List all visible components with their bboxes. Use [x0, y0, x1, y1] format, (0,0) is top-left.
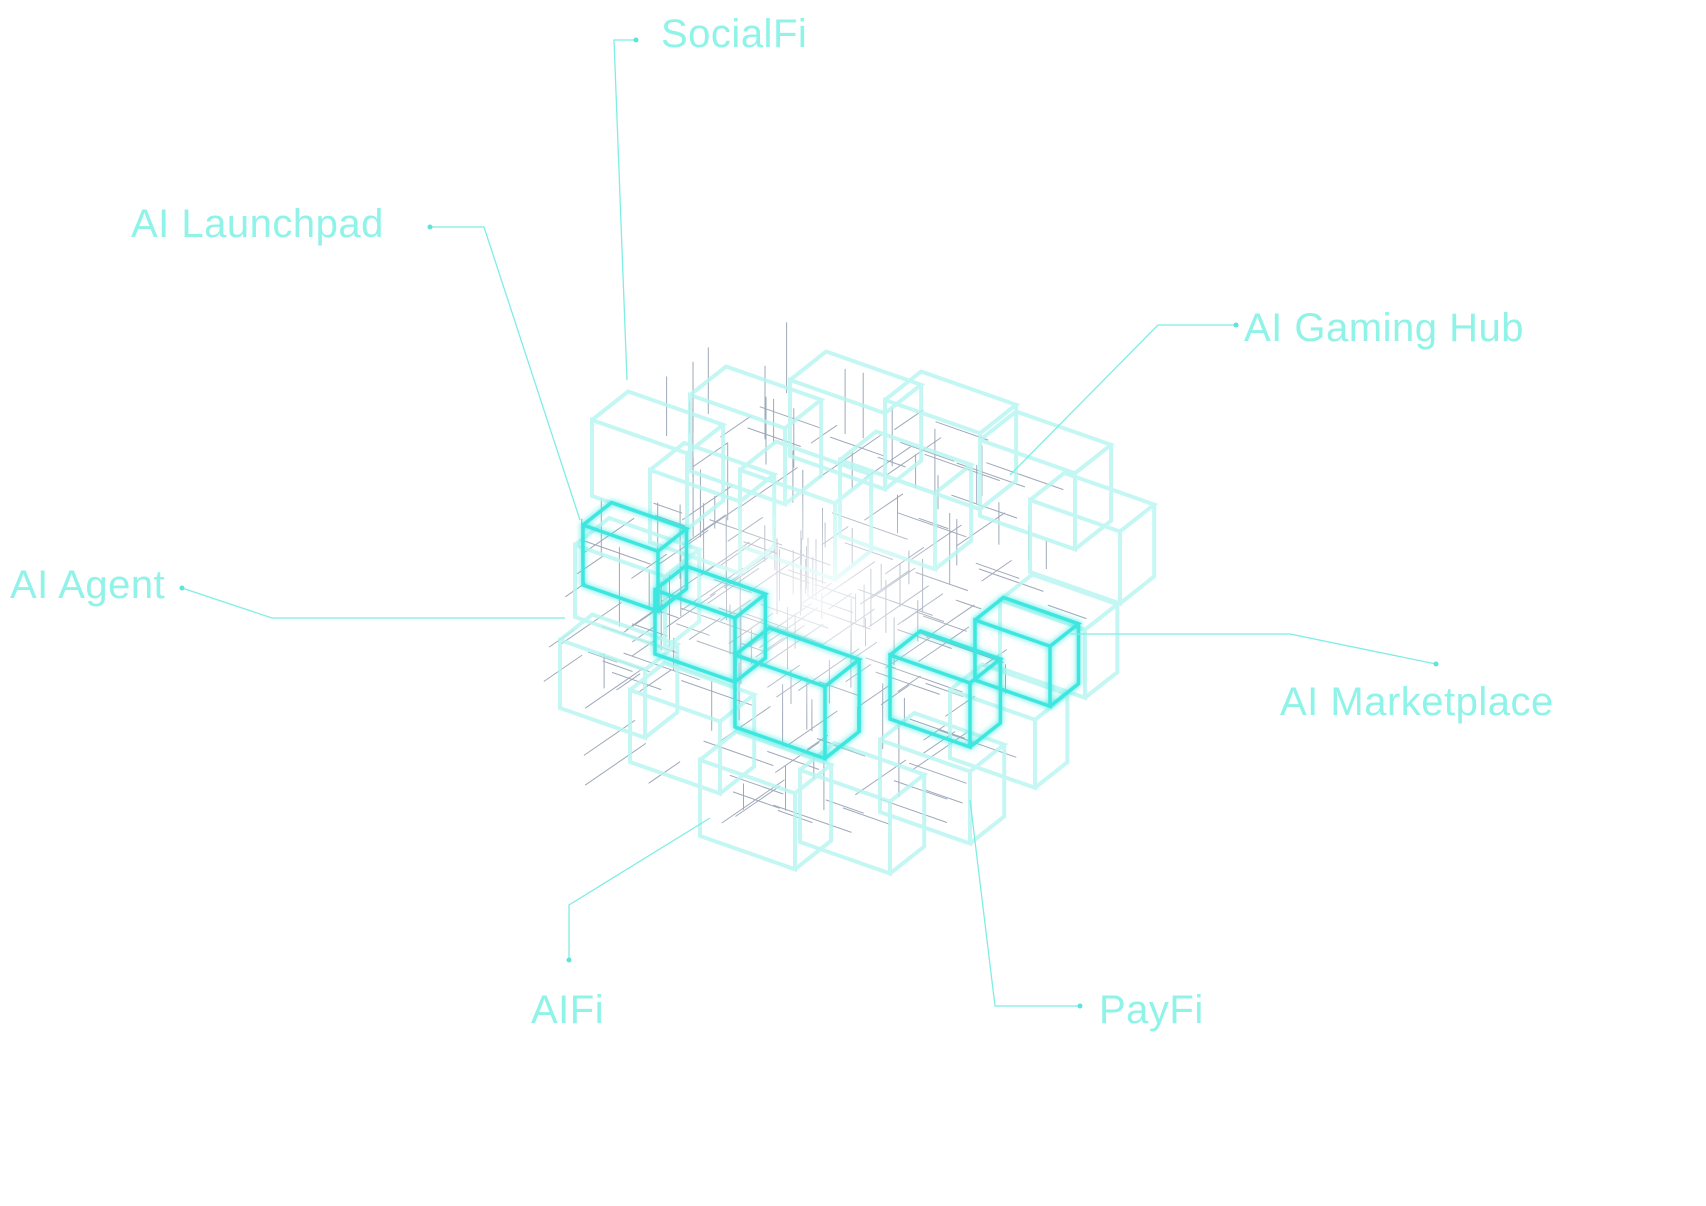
label-socialfi: SocialFi	[661, 12, 808, 56]
wire-segment	[602, 660, 633, 672]
label-payfi: PayFi	[1099, 988, 1204, 1032]
dot-ai-marketplace	[1433, 661, 1439, 667]
wire-segment	[543, 654, 583, 682]
wire-segment	[978, 568, 1044, 592]
wire-segment	[893, 780, 948, 800]
wire-segment	[703, 740, 774, 767]
highlighted-cube-frames	[581, 500, 1083, 761]
wire-segment	[877, 456, 906, 468]
label-ai-agent: AI Agent	[10, 563, 166, 607]
wire-segment	[911, 731, 968, 771]
wire-segment	[655, 515, 686, 527]
wire-segment	[611, 671, 662, 691]
wire-segment	[887, 437, 942, 475]
wire-segment	[653, 502, 683, 514]
wire-segment	[775, 741, 820, 773]
wire-segment	[909, 718, 966, 739]
leader-lines	[181, 39, 1437, 1007]
highlighted-cube-1	[581, 500, 691, 614]
wire-segment	[616, 673, 641, 691]
leader-line-ai-marketplace	[1070, 633, 1437, 665]
wire-segment	[735, 785, 781, 817]
outer-cube-5	[978, 409, 1116, 553]
highlighted-cube-3	[733, 626, 863, 761]
outer-cube-10	[698, 729, 836, 873]
wire-segment	[908, 762, 967, 784]
leader-line-socialfi	[613, 39, 636, 381]
dot-ai-agent	[179, 585, 185, 591]
wire-segment	[584, 667, 644, 709]
outer-cube-12	[878, 710, 1009, 847]
label-aifi: AIFi	[531, 988, 605, 1032]
wire-segment	[583, 719, 636, 756]
wire-segment	[579, 538, 651, 565]
leader-line-ai-launchpad	[430, 226, 581, 521]
label-ai-marketplace: AI Marketplace	[1280, 680, 1554, 724]
wire-segment	[981, 559, 1012, 582]
leader-line-payfi	[969, 799, 1080, 1007]
leader-line-ai-gaming-hub	[1009, 324, 1236, 476]
dot-ai-launchpad	[427, 224, 433, 230]
wire-segment	[720, 415, 752, 438]
dot-socialfi	[633, 37, 639, 43]
wire-segment	[956, 512, 1006, 547]
wire-segment	[773, 804, 852, 833]
wire-segment	[732, 791, 780, 809]
wire-segment	[900, 441, 955, 462]
wire-segment	[842, 807, 891, 825]
wire-segment	[1047, 604, 1087, 620]
leader-dots	[179, 37, 1439, 1009]
outer-cube-14	[998, 572, 1122, 701]
highlighted-cube-5	[973, 595, 1083, 709]
label-ai-gaming-hub: AI Gaming Hub	[1244, 306, 1524, 350]
wire-segment	[576, 555, 604, 575]
wire-segment	[631, 553, 668, 579]
leader-line-aifi	[568, 817, 711, 960]
wire-segment	[975, 562, 1020, 579]
wire-segment	[810, 424, 838, 444]
dot-ai-gaming-hub	[1233, 322, 1239, 328]
dot-aifi	[566, 957, 572, 963]
highlighted-cube-4	[888, 629, 1004, 750]
wire-segment	[584, 742, 647, 786]
dot-payfi	[1077, 1003, 1083, 1009]
wire-segment	[924, 789, 963, 804]
label-ai-launchpad: AI Launchpad	[131, 202, 384, 246]
wire-segment	[924, 453, 1000, 482]
wire-segment	[631, 623, 668, 637]
leader-line-ai-agent	[181, 587, 565, 619]
